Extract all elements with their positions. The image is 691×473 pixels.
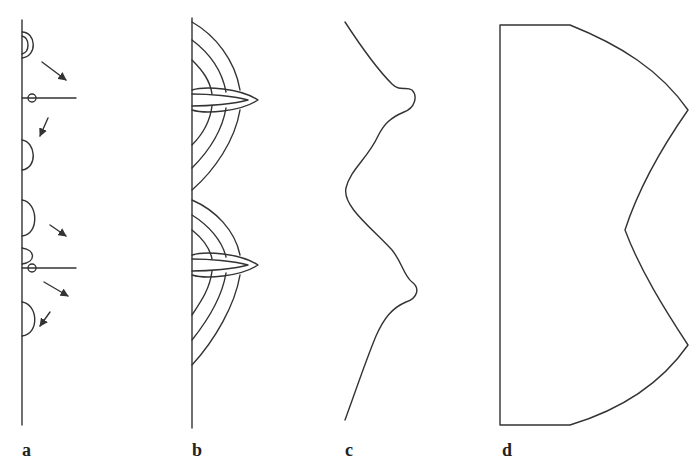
panel-c-profile [345,22,417,420]
panel-label: c [345,441,353,459]
panel-label: d [502,441,512,459]
panel-b-drawing [192,18,258,428]
panel-label: a [22,441,31,459]
panel-label: b [192,441,202,459]
panel-a-drawing [22,20,76,425]
panel-d-outline [500,25,688,425]
